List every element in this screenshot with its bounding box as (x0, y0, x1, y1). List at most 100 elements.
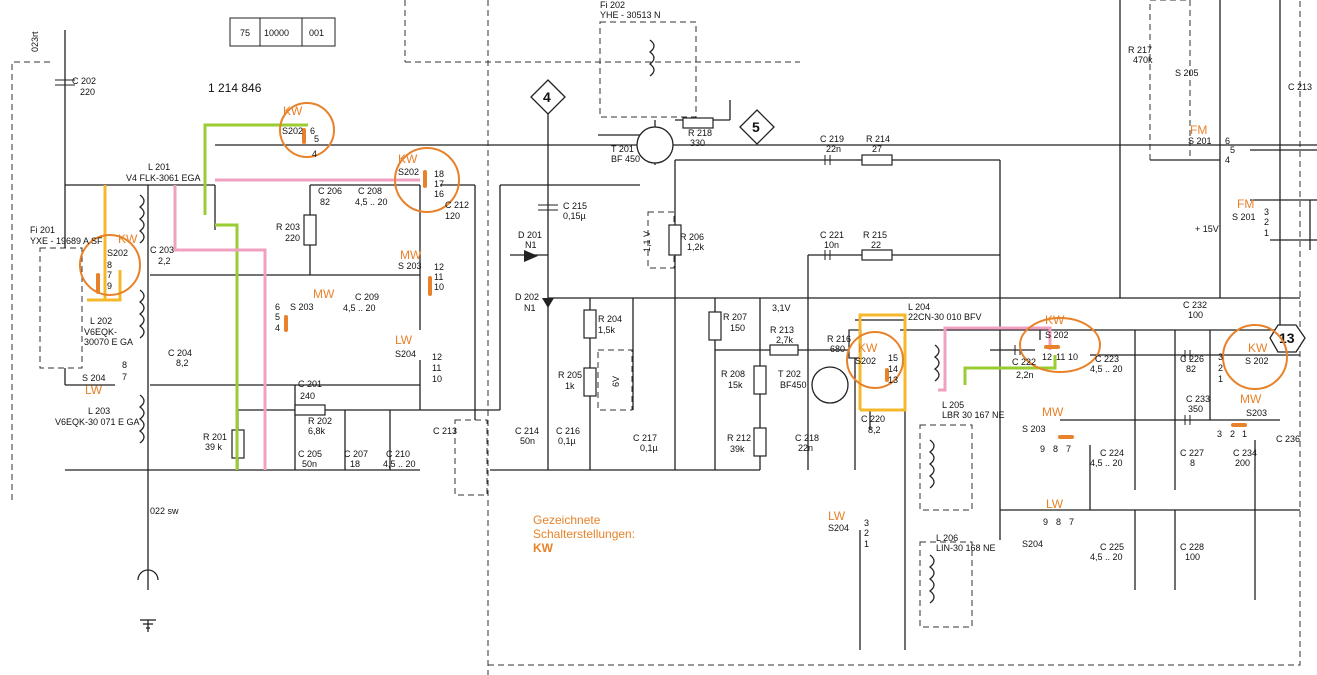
svg-text:3: 3 (1264, 207, 1269, 217)
svg-text:200: 200 (1235, 458, 1250, 468)
svg-text:C 213: C 213 (433, 426, 457, 436)
svg-text:C 207: C 207 (344, 449, 368, 459)
svg-text:39k: 39k (730, 444, 745, 454)
trace-yellow-b (87, 270, 122, 302)
svg-text:KW: KW (1248, 341, 1268, 355)
svg-text:8: 8 (1190, 458, 1195, 468)
svg-text:D 201: D 201 (518, 230, 542, 240)
part-number: 1 214 846 (208, 81, 262, 95)
svg-text:27: 27 (872, 144, 882, 154)
svg-text:MW: MW (400, 248, 422, 262)
svg-text:4,5 .. 20: 4,5 .. 20 (355, 197, 388, 207)
header-box-2: 10000 (264, 28, 289, 38)
header-box (229, 17, 336, 47)
svg-text:12: 12 (434, 262, 444, 272)
left-border (11, 61, 50, 500)
trace-yellow-c (858, 313, 907, 412)
svg-text:S 201: S 201 (1188, 136, 1212, 146)
switch-labels: S202 6 5 4 S202 18 17 16 S202 8 7 9 S 20… (82, 126, 1269, 549)
svg-text:8: 8 (122, 360, 127, 370)
svg-text:3: 3 (1218, 352, 1223, 362)
svg-text:14: 14 (888, 364, 898, 374)
trace-green-b (215, 223, 239, 470)
svg-text:240: 240 (300, 391, 315, 401)
svg-text:S203: S203 (1246, 408, 1267, 418)
svg-text:C 222: C 222 (1012, 357, 1036, 367)
svg-text:R 204: R 204 (598, 314, 622, 324)
svg-text:22n: 22n (826, 144, 841, 154)
svg-text:8: 8 (1053, 444, 1058, 454)
header-box-1: 75 (240, 28, 250, 38)
svg-text:4,5 .. 20: 4,5 .. 20 (1090, 458, 1123, 468)
svg-text:R 215: R 215 (863, 230, 887, 240)
svg-text:S202: S202 (398, 167, 419, 177)
svg-text:C 215: C 215 (563, 201, 587, 211)
svg-text:V6EQK-30 071 E GA: V6EQK-30 071 E GA (55, 417, 140, 427)
svg-text:C 202: C 202 (72, 76, 96, 86)
l206-box (919, 541, 973, 628)
svg-text:8,2: 8,2 (868, 425, 881, 435)
svg-text:L 205: L 205 (942, 400, 964, 410)
svg-text:C 221: C 221 (820, 230, 844, 240)
svg-text:8,2: 8,2 (176, 358, 189, 368)
svg-text:C 205: C 205 (298, 449, 322, 459)
svg-text:V4 FLK-3061 EGA: V4 FLK-3061 EGA (126, 173, 201, 183)
svg-text:11: 11 (432, 363, 441, 373)
svg-text:KW: KW (398, 152, 418, 166)
node-5-label: 5 (752, 119, 760, 135)
svg-text:L 202: L 202 (90, 316, 112, 326)
svg-text:5: 5 (314, 134, 319, 144)
svg-text:22: 22 (871, 240, 881, 250)
trace-pink-a (173, 185, 267, 470)
svg-text:2,2n: 2,2n (1016, 370, 1034, 380)
svg-text:N1: N1 (525, 240, 537, 250)
svg-text:S202: S202 (855, 356, 876, 366)
svg-text:C 216: C 216 (556, 426, 580, 436)
svg-text:2,2: 2,2 (158, 256, 171, 266)
svg-text:BF450: BF450 (780, 380, 807, 390)
svg-text:V6EQK-: V6EQK- (84, 327, 117, 337)
svg-text:R 213: R 213 (770, 325, 794, 335)
svg-text:9: 9 (1040, 444, 1045, 454)
svg-text:1k: 1k (565, 381, 575, 391)
trace-pink-c (938, 326, 1052, 392)
svg-text:1: 1 (1242, 429, 1247, 439)
right-top-box (1149, 0, 1191, 161)
svg-text:330: 330 (690, 138, 705, 148)
svg-text:11: 11 (1056, 352, 1065, 362)
svg-text:KW: KW (1045, 313, 1065, 327)
trace-green-c (963, 355, 1057, 385)
svg-text:22n: 22n (798, 443, 813, 453)
c213-box (454, 419, 488, 496)
svg-text:R 208: R 208 (721, 369, 745, 379)
svg-text:KW: KW (858, 341, 878, 355)
svg-text:C 234: C 234 (1233, 448, 1257, 458)
svg-text:S 203: S 203 (290, 302, 314, 312)
svg-text:FM: FM (1237, 197, 1254, 211)
header-box-3: 001 (309, 28, 324, 38)
svg-text:3: 3 (1217, 429, 1222, 439)
svg-text:R 217: R 217 (1128, 45, 1152, 55)
svg-text:S 201: S 201 (1232, 212, 1256, 222)
svg-text:50n: 50n (520, 436, 535, 446)
svg-text:4,5 .. 20: 4,5 .. 20 (343, 303, 376, 313)
svg-text:L 206: L 206 (936, 533, 958, 543)
highlight-s202-left (79, 234, 141, 296)
svg-text:C 226: C 226 (1180, 354, 1204, 364)
svg-text:L 201: L 201 (148, 162, 170, 172)
svg-text:KW: KW (118, 232, 138, 246)
svg-text:C 224: C 224 (1100, 448, 1124, 458)
svg-text:R 201: R 201 (203, 432, 227, 442)
svg-text:12: 12 (1042, 352, 1052, 362)
svg-text:FM: FM (1190, 123, 1207, 137)
svg-text:150: 150 (730, 323, 745, 333)
svg-text:10: 10 (1068, 352, 1078, 362)
svg-text:9: 9 (107, 281, 112, 291)
svg-text:350: 350 (1188, 404, 1203, 414)
svg-text:C 212: C 212 (445, 200, 469, 210)
svg-text:2: 2 (864, 528, 869, 538)
svg-text:S204: S204 (395, 349, 416, 359)
svg-text:C 206: C 206 (318, 186, 342, 196)
svg-text:6: 6 (310, 126, 315, 136)
svg-text:8: 8 (1056, 517, 1061, 527)
